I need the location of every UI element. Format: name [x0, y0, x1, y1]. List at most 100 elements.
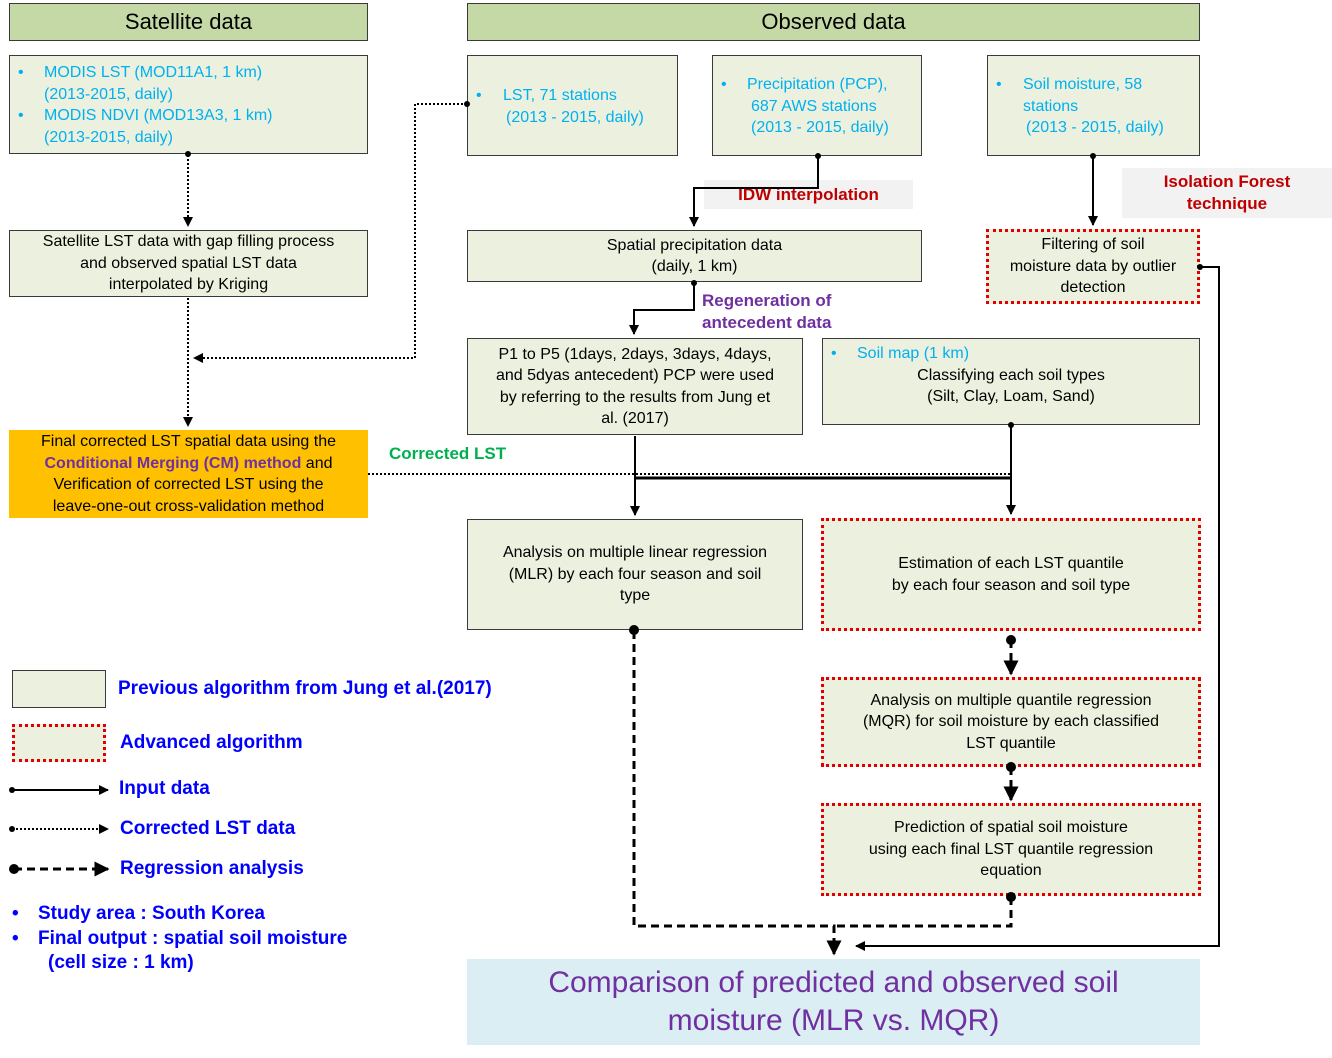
mqr-line2: (MQR) for soil moisture by each classifi…: [862, 713, 1160, 731]
idw-interpolation-tag: IDW interpolation: [704, 180, 913, 209]
final-lst-line4: leave-one-out cross-validation method: [52, 497, 325, 515]
corrected-lst-text: Corrected LST: [389, 444, 507, 463]
legend-dot: [9, 826, 15, 832]
legend-corrected-label: Corrected LST data: [120, 818, 296, 839]
bullet-icon: •: [476, 87, 482, 104]
prediction-line2: using each final LST quantile regression: [868, 840, 1154, 858]
gap-filling-line2: and observed spatial LST data: [80, 254, 297, 272]
connector-dot: [1008, 422, 1014, 428]
observed-data-header-label: Observed data: [761, 9, 906, 35]
bullet-icon: •: [996, 76, 1002, 93]
connector-dot: [691, 280, 697, 286]
observed-data-header: Observed data: [467, 3, 1200, 41]
precip-stations: 687 AWS stations: [751, 97, 877, 115]
soil-map-line3: (Silt, Clay, Loam, Sand): [927, 388, 1095, 405]
final-corrected-lst-box: Final corrected LST spatial data using t…: [9, 430, 368, 518]
precip-period: (2013 - 2015, daily): [751, 119, 889, 136]
soil-map-box: • Soil map (1 km) Classifying each soil …: [822, 338, 1200, 425]
legend-advanced-label: Advanced algorithm: [120, 732, 303, 753]
mqr-line3: LST quantile: [966, 734, 1056, 752]
soil-map-line2: Classifying each soil types: [917, 366, 1105, 384]
final-lst-line3: Verification of corrected LST using the: [53, 476, 324, 493]
isolation-label-line2: technique: [1186, 194, 1268, 213]
spatial-precip-line1: Spatial precipitation data: [606, 236, 783, 254]
study-area-text: Study area : South Korea: [38, 903, 265, 924]
legend-dot: [9, 864, 19, 874]
quantile-est-line2: by each four season and soil type: [891, 576, 1131, 594]
mlr-line2: (MLR) by each four season and soil: [508, 565, 762, 583]
bullet-icon: •: [18, 107, 24, 124]
cm-method-highlight: Conditional Merging (CM) method: [44, 454, 302, 472]
study-area-note: • Study area : South Korea: [12, 902, 265, 926]
quantile-estimation-box: Estimation of each LST quantile by each …: [821, 518, 1201, 631]
comparison-line2: moisture (MLR vs. MQR): [667, 1004, 1000, 1037]
lst-stations-text: LST, 71 stations: [503, 87, 617, 104]
p1p5-line1: P1 to P5 (1days, 2days, 3days, 4days,: [498, 345, 772, 363]
final-lst-line2-rest: and: [301, 454, 333, 472]
soil-moisture-box: • Soil moisture, 58 stations (2013 - 201…: [987, 55, 1200, 156]
modis-box: • MODIS LST (MOD11A1, 1 km) (2013-2015, …: [9, 55, 368, 154]
filtering-box: Filtering of soil moisture data by outli…: [986, 229, 1200, 304]
connector-mlr-to-comparison: [632, 631, 842, 956]
mqr-line1: Analysis on multiple quantile regression: [870, 691, 1152, 709]
comparison-line1: Comparison of predicted and observed soi…: [548, 966, 1119, 999]
connector-spatial-to-p1p5: [629, 283, 695, 335]
connector-dot: [815, 153, 821, 159]
satellite-data-header-label: Satellite data: [124, 9, 253, 35]
mqr-box: Analysis on multiple quantile regression…: [821, 677, 1201, 767]
corrected-lst-label: Corrected LST: [389, 443, 506, 465]
modis-ndvi-period: (2013-2015, daily): [44, 128, 173, 146]
mlr-line1: Analysis on multiple linear regression: [502, 544, 768, 562]
connector-dot: [1090, 153, 1096, 159]
precip-text: Precipitation (PCP),: [747, 76, 888, 93]
filtering-line2: moisture data by outlier: [1009, 257, 1177, 275]
precipitation-box: • Precipitation (PCP), 687 AWS stations …: [712, 55, 922, 156]
legend-dot: [9, 787, 15, 793]
spatial-precip-line2: (daily, 1 km): [651, 258, 738, 275]
satellite-data-header: Satellite data: [9, 3, 368, 41]
modis-ndvi-text: MODIS NDVI (MOD13A3, 1 km): [44, 107, 273, 124]
quantile-est-line1: Estimation of each LST quantile: [898, 555, 1124, 572]
legend-input-label: Input data: [119, 778, 210, 799]
p1p5-line2: and 5dyas antecedent) PCP were used: [495, 367, 775, 384]
connector-dot: [1006, 892, 1016, 902]
bullet-icon: •: [12, 903, 19, 924]
mlr-line3: type: [619, 587, 651, 605]
gap-filling-box: Satellite LST data with gap filling proc…: [9, 230, 368, 297]
soil-map-text: Soil map (1 km): [857, 345, 970, 362]
regen-line1: Regeneration of: [702, 291, 832, 310]
prediction-line1: Prediction of spatial soil moisture: [894, 819, 1128, 837]
bullet-icon: •: [721, 76, 727, 93]
gap-filling-line1: Satellite LST data with gap filling proc…: [42, 233, 335, 251]
connector-filtering-to-comparison: [855, 266, 1220, 951]
legend-regression-label: Regression analysis: [120, 858, 304, 879]
connector-dot: [464, 101, 470, 107]
soil-moisture-text: Soil moisture, 58: [1023, 76, 1143, 93]
comparison-box: Comparison of predicted and observed soi…: [467, 959, 1200, 1045]
regen-line2: antecedent data: [702, 313, 832, 332]
connector-precip-to-spatial: [689, 157, 819, 227]
lst-stations-period: (2013 - 2015, daily): [506, 108, 644, 126]
connector-dot: [1197, 264, 1203, 270]
soil-moisture-stations: stations: [1023, 97, 1079, 115]
modis-lst-text: MODIS LST (MOD11A1, 1 km): [44, 64, 263, 81]
legend-advanced-swatch: [12, 724, 106, 762]
lst-stations-box: • LST, 71 stations (2013 - 2015, daily): [467, 55, 678, 156]
final-lst-line1: Final corrected LST spatial data using t…: [41, 433, 336, 450]
connector-lst-stations-to-merge: [193, 103, 467, 363]
gap-filling-line3: interpolated by Kriging: [108, 276, 269, 294]
filtering-line1: Filtering of soil: [1041, 236, 1145, 254]
filtering-line3: detection: [1060, 279, 1126, 297]
final-output-text: Final output : spatial soil moisture: [38, 928, 348, 949]
isolation-forest-tag: Isolation Forest technique: [1122, 168, 1332, 218]
connector-dot: [1006, 635, 1016, 645]
connector-dot: [185, 151, 191, 157]
prediction-box: Prediction of spatial soil moisture usin…: [821, 803, 1201, 896]
legend-previous-swatch: [12, 670, 106, 708]
bullet-icon: •: [12, 928, 19, 949]
prediction-line3: equation: [980, 862, 1042, 880]
connector-dot: [629, 625, 639, 635]
connector-prediction-to-comparison: [834, 897, 1013, 928]
connector-dot: [1006, 762, 1016, 772]
